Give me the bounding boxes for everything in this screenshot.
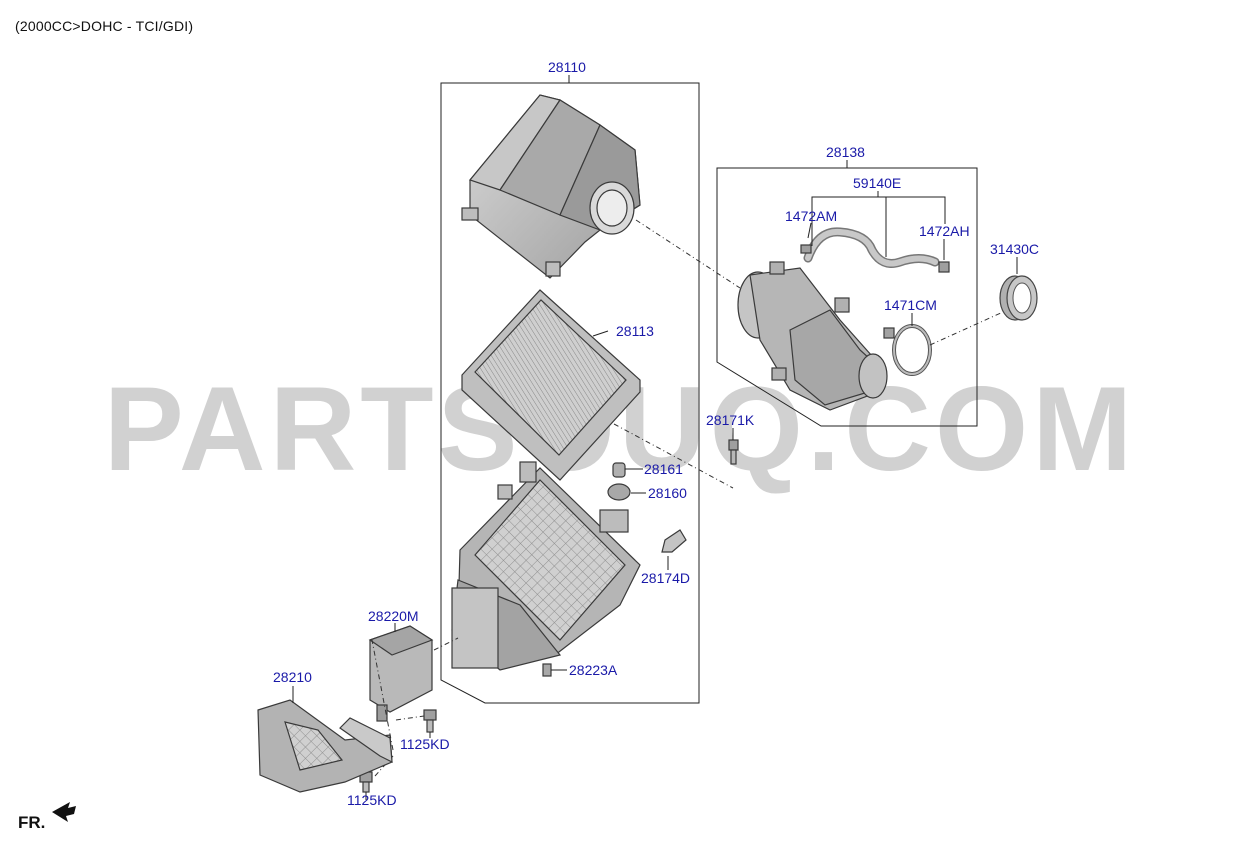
dash-28138 <box>635 219 741 289</box>
label-28220M[interactable]: 28220M <box>368 608 419 624</box>
intake-duct-28210 <box>257 699 393 793</box>
dash-1125KD-upper <box>395 715 425 721</box>
insulator-28160 <box>607 483 631 501</box>
front-direction-label: FR. <box>18 813 46 832</box>
dash-28171K <box>613 423 734 489</box>
clip-28223A <box>542 663 552 677</box>
label-1472AM[interactable]: 1472AM <box>785 208 837 224</box>
label-31430C[interactable]: 31430C <box>990 241 1039 257</box>
clamp-1472AM <box>800 244 812 254</box>
dash-28220M <box>433 637 459 651</box>
label-1125KD-upper[interactable]: 1125KD <box>400 736 450 752</box>
label-28110[interactable]: 28110 <box>548 59 586 75</box>
grommet-28161 <box>612 462 626 478</box>
label-1471CM[interactable]: 1471CM <box>884 297 937 313</box>
seal-ring-31430C <box>999 275 1038 321</box>
label-28210[interactable]: 28210 <box>273 669 312 685</box>
resonator-28220M <box>368 625 434 722</box>
assembly-frame-28138 <box>716 167 978 427</box>
bracket-28174D <box>661 529 687 553</box>
label-28160[interactable]: 28160 <box>648 485 687 501</box>
breather-hose-59140E <box>803 227 940 268</box>
clamp-1472AH <box>938 261 950 273</box>
label-28138[interactable]: 28138 <box>826 144 865 160</box>
label-59140E[interactable]: 59140E <box>853 175 901 191</box>
label-28223A[interactable]: 28223A <box>569 662 618 678</box>
air-cleaner-case <box>451 461 641 671</box>
label-28113[interactable]: 28113 <box>616 323 654 339</box>
label-28171K[interactable]: 28171K <box>706 412 755 428</box>
bolt-1125KD-upper <box>423 709 437 733</box>
air-filter-element <box>461 289 641 481</box>
assembly-frame-28110 <box>440 82 700 704</box>
label-28174D[interactable]: 28174D <box>641 570 690 586</box>
front-direction-arrow-icon <box>52 802 76 822</box>
label-28161[interactable]: 28161 <box>644 461 683 477</box>
label-1125KD-lower[interactable]: 1125KD <box>347 792 397 808</box>
dash-1471CM <box>929 311 1004 346</box>
air-cleaner-cover <box>461 94 641 279</box>
label-1472AH[interactable]: 1472AH <box>919 223 970 239</box>
engine-spec-header: (2000CC>DOHC - TCI/GDI) <box>15 18 194 34</box>
intake-hose-28138 <box>737 261 888 411</box>
